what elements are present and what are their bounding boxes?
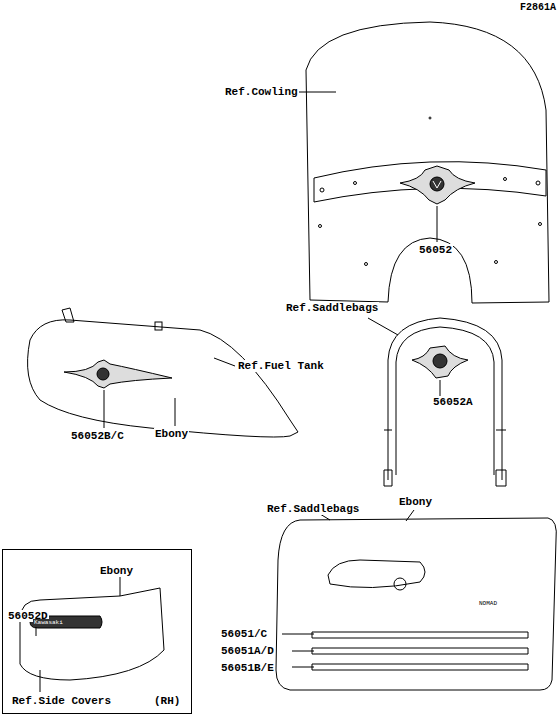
side-cover [20,588,164,680]
part-label: NOMAD [478,600,498,607]
cowling [306,22,549,303]
part-label: Ebony [154,428,189,440]
saddlebag-bar [388,318,502,480]
part-label: (RH) [153,695,181,707]
callout-number: 56052B/C [70,430,125,442]
saddlebag [276,518,556,690]
callout-number: 56051A/D [220,645,275,657]
decal-56052 [400,166,475,204]
part-label: Ebony [398,496,433,508]
stripe-56051BE [312,664,528,670]
part-label: Ebony [99,565,134,577]
part-label: F2861A [519,2,557,14]
decal-56052A [412,346,468,378]
callout-number: 56052 [418,244,453,256]
callout-number: 56051/C [220,628,268,640]
inset-box: 56052DEbonyKawasakiRef.Side Covers(RH) [2,549,192,714]
part-label: Ref.Saddlebags [285,302,379,314]
fuel-tank [28,320,298,437]
decal-text: Kawasaki [33,619,64,627]
part-label: Ref.Side Covers [11,695,112,707]
part-label: Ref.Saddlebags [266,503,360,515]
part-label: Ref.Fuel Tank [237,360,325,372]
decal-56052BC [64,360,172,388]
stripe-56051C [312,632,528,638]
stripe-56051AD [312,648,528,654]
part-label: Ref.Cowling [224,86,299,98]
callout-number: 56052A [432,396,474,408]
callout-number: 56051B/E [220,662,275,674]
